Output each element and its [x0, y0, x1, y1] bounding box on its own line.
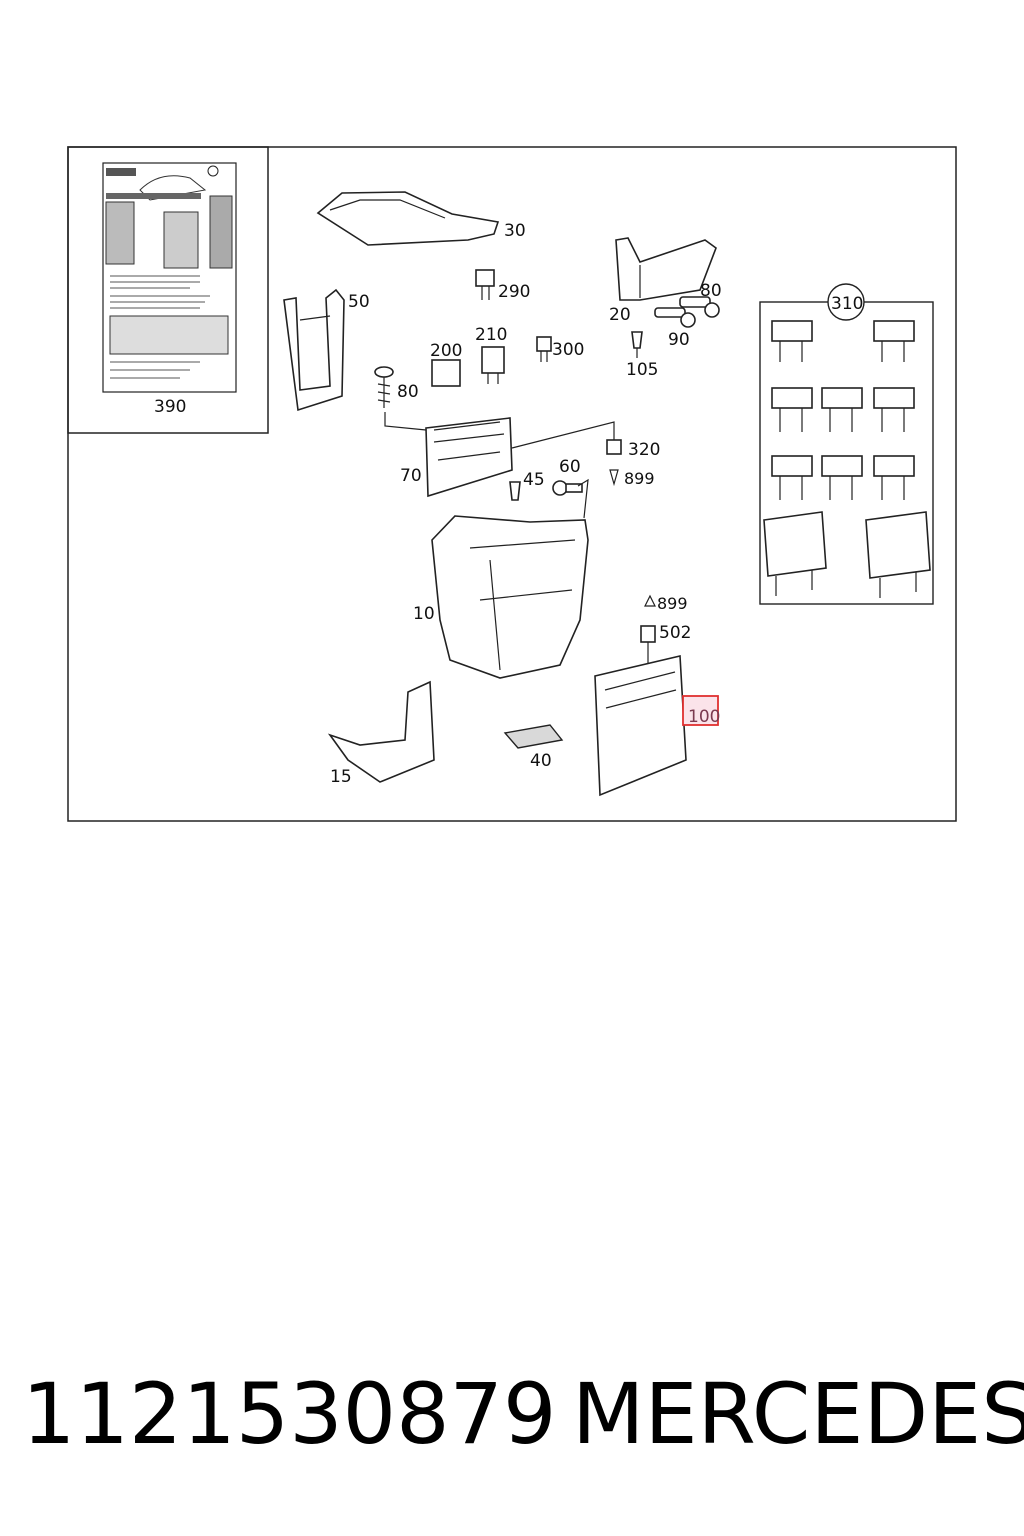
highlight-box-100: [682, 695, 719, 726]
callout-105: 105: [626, 360, 658, 380]
part-100-cover: [594, 655, 687, 797]
callout-60: 60: [559, 457, 581, 477]
callout-50: 50: [348, 292, 370, 312]
part-15-bracket: [327, 680, 435, 783]
footer: 1121530879 MERCEDES: [0, 1365, 1024, 1475]
callout-40: 40: [530, 751, 552, 771]
part-10-housing: [431, 515, 589, 679]
part-90-bolt: [654, 307, 696, 328]
callout-90: 90: [668, 330, 690, 350]
callout-100: 100: [688, 707, 720, 727]
part-290-fuse: [475, 269, 495, 300]
callout-70: 70: [400, 466, 422, 486]
part-105-clip: [631, 331, 643, 358]
part-30-cover: [316, 191, 500, 246]
part-80-screw: [374, 366, 394, 408]
callout-310: 310: [831, 294, 863, 314]
part-45-pin: [509, 481, 521, 501]
part-50-bracket: [283, 288, 345, 412]
part-300-fuse: [536, 336, 552, 362]
callout-10: 10: [413, 604, 435, 624]
part-40-pad: [503, 724, 564, 749]
callout-290: 290: [498, 282, 530, 302]
callout-210: 210: [475, 325, 507, 345]
part-502-connector: [640, 625, 656, 665]
label-sheet-390: [102, 162, 237, 393]
part-70-fuse-box: [384, 412, 615, 498]
callout-899-bottom: 899: [657, 594, 688, 613]
callout-200: 200: [430, 341, 462, 361]
part-899-plug: [644, 594, 656, 607]
callout-502: 502: [659, 623, 691, 643]
callout-30: 30: [504, 221, 526, 241]
fuse-set-310: [763, 320, 931, 598]
callout-45: 45: [523, 470, 545, 490]
callout-80-right: 80: [700, 281, 722, 301]
callout-20: 20: [609, 305, 631, 325]
part-200-relay: [431, 359, 461, 387]
callout-300: 300: [552, 340, 584, 360]
label-sheet-frame: [67, 146, 269, 434]
diagram-frame: [67, 146, 957, 822]
part-20-bracket: [615, 237, 717, 301]
part-number: 1121530879: [22, 1365, 557, 1463]
part-60-screw: [552, 478, 589, 519]
callout-15: 15: [330, 767, 352, 787]
part-210-relay: [481, 346, 505, 384]
callout-390: 390: [154, 397, 186, 417]
callout-circle-310: [827, 283, 865, 321]
callout-899-top: 899: [624, 469, 655, 488]
brand-name: MERCEDES: [572, 1365, 1024, 1463]
callout-80-left: 80: [397, 382, 419, 402]
callout-320: 320: [628, 440, 660, 460]
part-320-connector: [606, 439, 622, 487]
part-80-bolt: [679, 296, 720, 318]
